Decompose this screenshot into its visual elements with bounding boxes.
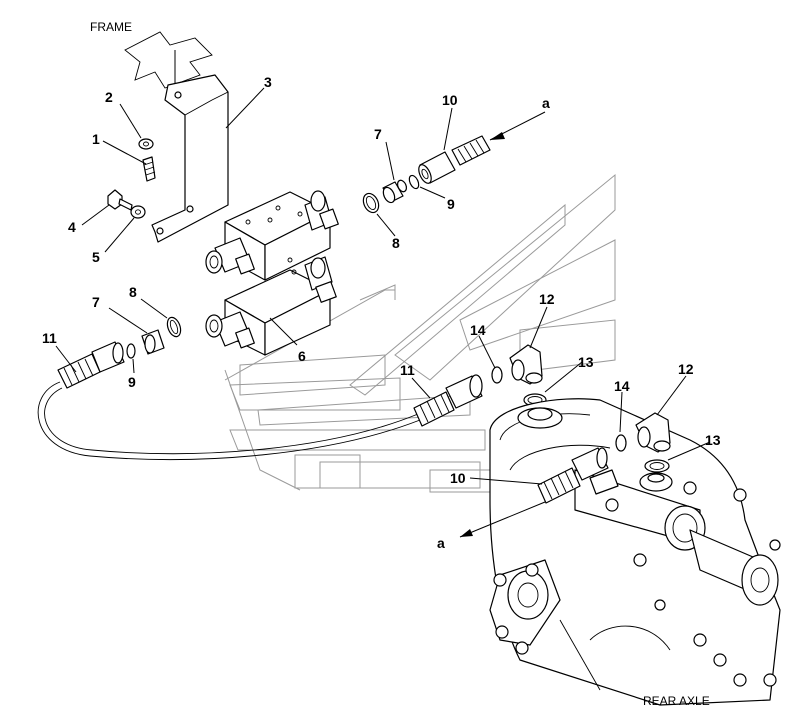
callout-9: 9 (447, 196, 455, 212)
rear-axle-label: REAR AXLE (643, 694, 710, 708)
callout-13: 13 (705, 432, 721, 448)
callout-8: 8 (392, 235, 400, 251)
frame-label: FRAME (90, 20, 132, 34)
hose (537, 467, 581, 504)
hose-line (37, 381, 421, 460)
callout-1: 1 (92, 131, 100, 147)
callout-9: 9 (128, 374, 136, 390)
washer (138, 138, 154, 150)
hose (451, 135, 491, 166)
leader-lines (55, 87, 711, 485)
callout-5: 5 (92, 249, 100, 265)
o-ring (362, 192, 380, 214)
frame-plate (124, 31, 213, 89)
o-ring (126, 343, 136, 359)
callout-8: 8 (129, 284, 137, 300)
callout-4: 4 (68, 219, 76, 235)
callout-7: 7 (374, 126, 382, 142)
o-ring (491, 366, 503, 384)
callout-10: 10 (450, 470, 466, 486)
callout-12: 12 (678, 361, 694, 377)
washer (130, 205, 146, 219)
callout-11: 11 (400, 362, 415, 378)
callout-7: 7 (92, 294, 100, 310)
arrow-label-bottom: a (437, 535, 445, 551)
hose (57, 353, 101, 389)
o-ring (615, 434, 627, 452)
o-ring (166, 316, 182, 338)
callout-14: 14 (614, 378, 630, 394)
o-ring (408, 174, 420, 190)
callout-12: 12 (539, 291, 555, 307)
callout-2: 2 (105, 89, 113, 105)
callout-11: 11 (42, 330, 57, 346)
arrow-label-top: a (542, 95, 550, 111)
solenoid-valve-assembly (205, 190, 339, 356)
callout-10: 10 (442, 92, 458, 108)
callout-14: 14 (470, 322, 486, 338)
callout-13: 13 (578, 354, 594, 370)
o-ring (644, 459, 670, 473)
callout-6: 6 (298, 348, 306, 364)
bracket (151, 74, 229, 243)
callout-3: 3 (264, 74, 272, 90)
watermark-logo (224, 173, 616, 493)
rear-axle (489, 398, 781, 706)
